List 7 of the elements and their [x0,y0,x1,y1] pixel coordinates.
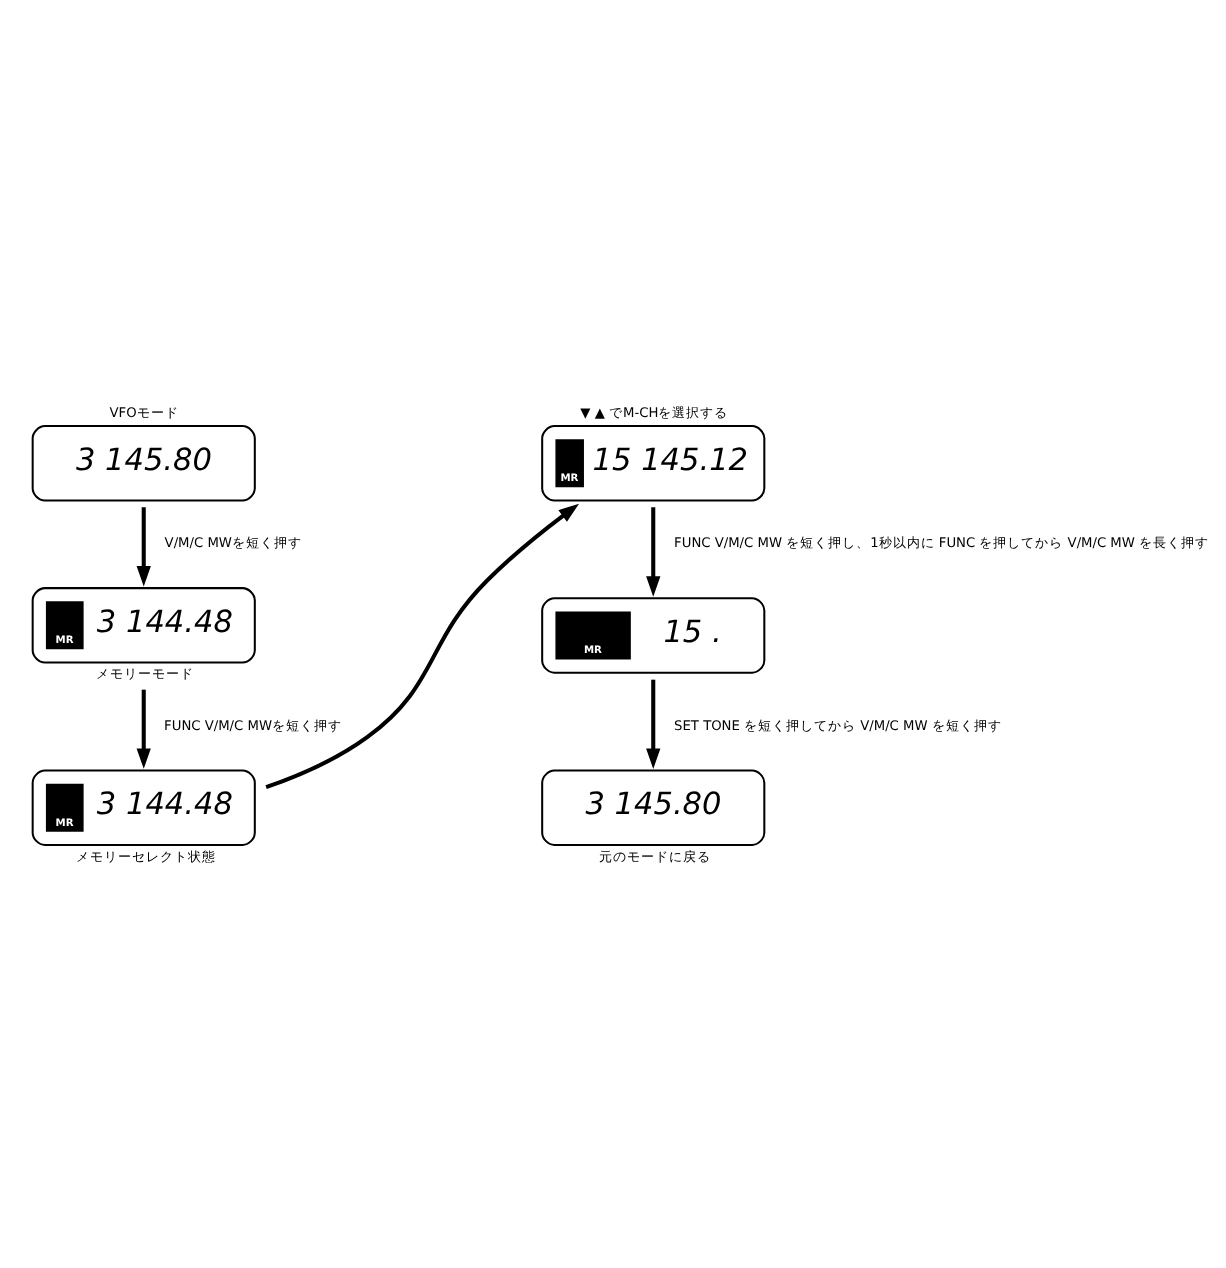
node-box: 3 145.80 [541,768,766,845]
arrow [136,688,151,768]
arrow [646,678,661,768]
node-box: 3 145.80 [31,424,256,501]
arrow [265,502,580,789]
arrow [646,506,661,596]
arrow [136,506,151,586]
